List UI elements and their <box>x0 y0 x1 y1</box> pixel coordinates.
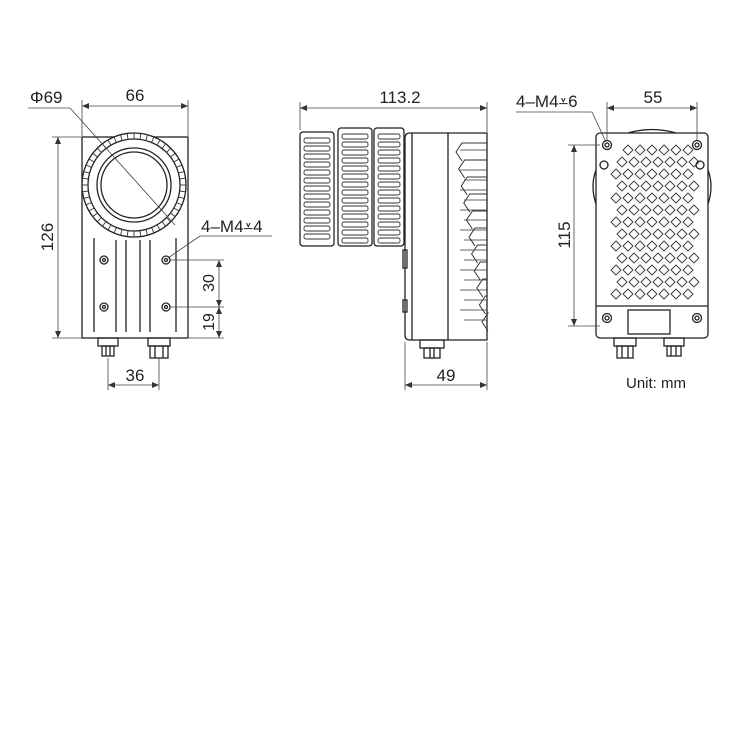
back-horizontal-label: 55 <box>644 88 663 107</box>
lens-glass <box>100 151 168 219</box>
total-length-label: 113.2 <box>379 88 420 107</box>
front-grooves <box>93 238 177 332</box>
hole-offset-label: 19 <box>201 313 218 331</box>
side-lens-ring-1 <box>299 131 335 247</box>
back-body-outline <box>595 132 709 339</box>
front-holes-leader <box>167 235 201 259</box>
lens-diameter-label: Φ69 <box>30 88 62 107</box>
front-holes-label: 4–M4⩡4 <box>201 217 263 236</box>
back-view <box>516 102 712 359</box>
front-width-label: 66 <box>126 86 145 105</box>
front-connectors <box>97 337 171 359</box>
side-connector <box>419 339 445 359</box>
front-height-label: 126 <box>38 223 57 251</box>
back-connectors <box>613 337 685 359</box>
lens-knurl-ticks <box>82 133 186 237</box>
front-view <box>28 100 272 390</box>
back-holes-leader <box>591 111 607 143</box>
back-label-plate <box>627 309 671 335</box>
lens-middle-ring <box>96 147 172 223</box>
lens-diameter-leader <box>69 107 176 226</box>
hole-spacing-label: 30 <box>201 274 218 292</box>
side-heat-fins <box>455 142 489 332</box>
back-vertical-label: 115 <box>555 221 574 248</box>
body-depth-label: 49 <box>437 366 456 385</box>
unit-label: Unit: mm <box>626 375 686 392</box>
connector-spacing-label: 36 <box>126 366 145 385</box>
side-knurl-ticks <box>303 133 401 244</box>
back-diamond-vents <box>610 144 700 300</box>
side-body-outline <box>404 132 488 341</box>
front-mount-holes <box>99 255 171 312</box>
back-mount-holes <box>599 139 705 324</box>
back-holes-label: 4–M4⩡6 <box>516 92 578 111</box>
side-view <box>299 102 489 390</box>
